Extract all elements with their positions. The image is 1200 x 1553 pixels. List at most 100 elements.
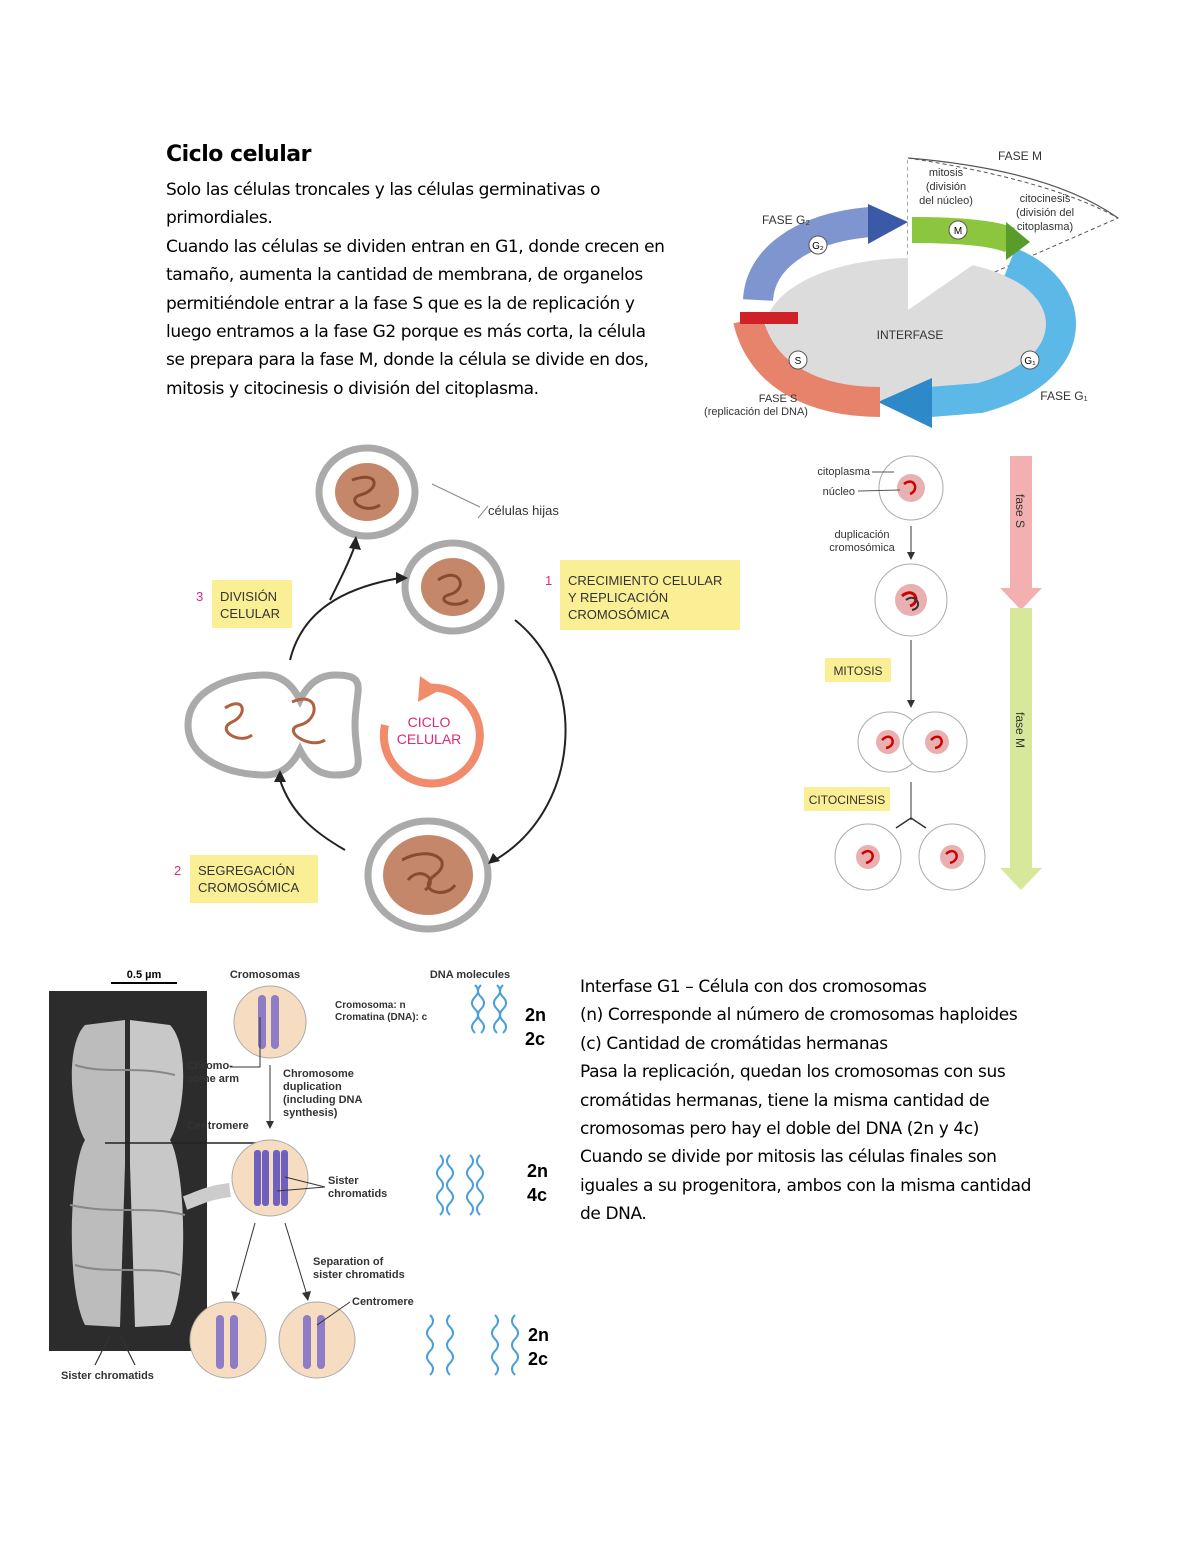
sister-chromatids-pointers: [94, 1334, 136, 1366]
row1-c: 2c: [525, 1029, 545, 1049]
step1-line1: CRECIMIENTO CELULAR: [568, 573, 722, 588]
interphase-disc: [765, 258, 1055, 402]
ciclo-celular-icon: [379, 676, 484, 788]
mitosis-box: [825, 658, 891, 682]
m-arrowhead: [1006, 222, 1030, 260]
notes-line-3: (c) Cantidad de cromátidas hermanas: [580, 1033, 888, 1054]
citocinesis-box: [804, 787, 890, 811]
celulas-hijas-label: células hijas: [488, 503, 559, 518]
cell-cycle-diagram: células hijas 1 CRECIMIENTO CELULAR Y RE…: [174, 444, 740, 933]
step3-line2: CELULAR: [220, 606, 280, 621]
arrow-2-head: [907, 700, 915, 708]
nucleo-label: núcleo: [823, 486, 855, 498]
arrowhead-left-daughter: [231, 1291, 240, 1301]
arrow-to-segregation: [494, 619, 567, 861]
row2-n: 2n: [527, 1161, 548, 1181]
s-arc: [733, 315, 881, 417]
chromosome-arm-pointer: [230, 1017, 261, 1068]
row3-c: 2c: [528, 1349, 548, 1369]
sm-phase-diagram: fase S fase M citoplasma núcleo duplicac…: [804, 455, 1042, 891]
g1-arrowhead: [878, 378, 932, 428]
duplicacion-sub-label: cromosómica: [829, 542, 895, 554]
fase-m-vertical-label: fase M: [1013, 712, 1027, 748]
daughter-cell-right-chrom: [278, 1301, 356, 1379]
arrowhead-daughter-top: [349, 536, 361, 550]
dna-row-1: [471, 984, 507, 1034]
g2-badge: [808, 235, 828, 255]
arrow-to-division: [279, 779, 346, 851]
pointer-line-2: [477, 505, 489, 519]
duplication-line-3: (including DNA: [283, 1094, 362, 1106]
intro-line-2: Cuando las células se dividen entran en …: [166, 236, 665, 399]
g2-arrowhead: [868, 204, 908, 244]
separation-sub-label: sister chromatids: [313, 1269, 405, 1281]
fase-m-arrowhead: [1000, 868, 1042, 890]
fase-g1-label: FASE G₁: [1040, 389, 1087, 403]
daughter-cell-right: [401, 539, 505, 635]
magnify-arrow: [182, 1183, 231, 1210]
daughter-cell-top: [315, 444, 419, 540]
arrowhead-daughter-right: [396, 572, 408, 584]
citoplasma-label: citoplasma: [817, 466, 870, 478]
duplication-line-4: synthesis): [283, 1107, 338, 1119]
citocinesis-label: CITOCINESIS: [809, 793, 885, 807]
m-phase-sector: [907, 157, 1120, 311]
g2-label: G₂: [812, 241, 824, 252]
citocinesis-label: citocinesis: [1020, 193, 1071, 205]
cell-g1: [233, 985, 307, 1059]
notes-line-4: Pasa la replicación, quedan los cromosom…: [580, 1062, 1006, 1140]
cromosoma-n-label: Cromosoma: n: [335, 1000, 406, 1011]
celular-label: CELULAR: [397, 731, 462, 747]
arrow-left-daughter: [234, 1222, 256, 1296]
s-marker: [740, 312, 798, 324]
fase-s-arrowhead: [1000, 588, 1042, 610]
intro-text: Solo las células troncales y las células…: [166, 176, 666, 403]
sister-chromatids-sub-label: chromatids: [328, 1188, 387, 1200]
ciclo-label: CICLO: [408, 714, 451, 730]
g1-arc: [928, 248, 1076, 417]
notes-line-5: Cuando se divide por mitosis las células…: [580, 1147, 1031, 1225]
duplicacion-label: duplicación: [834, 529, 889, 541]
dna-row-3: [426, 1314, 519, 1376]
step2-line2: CROMOSÓMICA: [198, 880, 299, 895]
mitosis-sub-2: del núcleo): [919, 195, 973, 207]
fase-s-sub-label: (replicación del DNA): [704, 406, 808, 418]
notes-line-1: Interfase G1 – Célula con dos cromosomas: [580, 977, 927, 997]
micrograph-background: [49, 991, 207, 1351]
daughter-cells-sm: [834, 823, 986, 891]
dividing-cell: [184, 671, 362, 779]
cromosomas-label: Cromosomas: [230, 969, 300, 981]
fase-s-label: FASE S: [759, 393, 798, 405]
chromosome-arm-label: Chromo-: [187, 1060, 233, 1072]
g1-label: G₁: [1024, 356, 1036, 367]
page-title: Ciclo celular: [166, 142, 311, 167]
m-arc: [911, 217, 1015, 253]
arrowhead-duplication: [266, 1121, 274, 1129]
centromere-bottom-label: Centromere: [352, 1296, 414, 1308]
g2-arc: [743, 207, 872, 302]
m-badge: [948, 220, 968, 240]
arrow-right-daughter: [284, 1222, 308, 1296]
dna-molecules-label: DNA molecules: [430, 969, 510, 981]
duplication-line-2: duplication: [283, 1081, 342, 1093]
daughter-cell-left: [189, 1301, 267, 1379]
m-label: M: [954, 226, 962, 237]
arrow-to-daughter-right: [289, 577, 401, 661]
fase-s-bar: [1010, 456, 1032, 591]
sister-chromatids-label: Sister: [328, 1175, 359, 1187]
step3-number: 3: [196, 589, 203, 604]
dividing-cell-sm: [857, 711, 968, 773]
chromosome-arm-sub-label: some arm: [187, 1073, 239, 1085]
mitosis-label: MITOSIS: [833, 664, 882, 678]
chromosome-micrograph: [69, 1020, 186, 1327]
row3-n: 2n: [528, 1325, 549, 1345]
mitosis-label: mitosis: [929, 167, 964, 179]
intro-line-1: Solo las células troncales y las células…: [166, 180, 601, 229]
arrow-3-fork: [895, 817, 927, 829]
step2-number: 2: [174, 863, 181, 878]
mitosis-sub-1: (división: [926, 181, 966, 193]
step1-number: 1: [545, 573, 552, 588]
growing-cell: [364, 817, 492, 933]
cell-g2: [231, 1139, 309, 1217]
cell-2: [874, 563, 948, 637]
